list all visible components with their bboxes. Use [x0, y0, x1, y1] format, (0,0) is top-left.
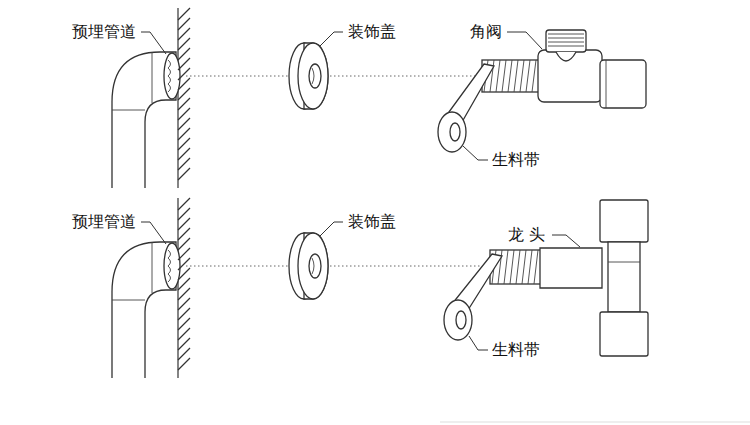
hatch-row-1-part: [178, 88, 190, 100]
angle-valve-part: [600, 60, 646, 108]
hatch-row-1-part: [178, 78, 190, 90]
hatch-row-2-part: [178, 268, 190, 280]
hatch-row-1-part: [178, 158, 190, 170]
tape-roll-part: [456, 311, 466, 329]
hatch-row-2-part: [178, 298, 190, 310]
hatch-row-1-part: [178, 28, 190, 40]
faucet-part: [600, 200, 648, 242]
angle-valve: [482, 30, 646, 108]
hatch-row-1-part: [178, 18, 190, 30]
leader-lines-part: [469, 336, 488, 350]
hatch-row-2-part: [178, 198, 190, 210]
part-label: 预埋管道: [72, 22, 136, 42]
bottom-rule: [440, 422, 750, 423]
leader-lines-part: [141, 32, 166, 54]
tape-roll: [444, 254, 502, 340]
tape-roll-part: [450, 123, 460, 141]
part-label: 生料带: [492, 150, 540, 170]
part-label: 装饰盖: [348, 212, 396, 232]
leader-lines-part: [507, 32, 542, 49]
hatch-row-1-part: [178, 38, 190, 50]
hatch-row-2-part: [178, 208, 190, 220]
angle-valve-part: [484, 60, 536, 92]
part-label: 龙 头: [508, 225, 545, 245]
hatch-row-2-part: [178, 238, 190, 250]
tape-roll: [438, 64, 494, 152]
pipe-assembly: [112, 8, 482, 188]
leader-lines-part: [141, 222, 166, 244]
angle-valve-part: [538, 50, 602, 102]
hatch-row-2-part: [178, 258, 190, 270]
part-label: 预埋管道: [72, 212, 136, 232]
hatch-row-1-part: [178, 68, 190, 80]
hatch-row-1-part: [178, 168, 190, 180]
hatch-row-2-part: [178, 308, 190, 320]
hatch-row-2: [178, 198, 190, 370]
angle-valve-part: [548, 34, 584, 46]
tape-roll-part: [438, 112, 466, 152]
hatch-row-2-part: [178, 338, 190, 350]
pipe-assembly: [112, 198, 482, 378]
faucet-part: [608, 262, 640, 263]
faucet-part: [600, 312, 648, 356]
hatch-row-2-part: [178, 278, 190, 290]
hatch-row-1-part: [178, 118, 190, 130]
faucet: [490, 200, 648, 356]
hatch-row-1-part: [178, 48, 190, 60]
part-label: 装饰盖: [348, 22, 396, 42]
leader-lines: [141, 32, 580, 350]
leader-lines-part: [463, 146, 488, 160]
hatch-row-1-part: [178, 128, 190, 140]
hatch-row-2-part: [178, 218, 190, 230]
angle-valve-part: [556, 52, 576, 61]
leader-lines-part: [320, 222, 343, 236]
faucet-part: [540, 248, 602, 288]
hatch-row-1-part: [178, 8, 190, 20]
hatch-row-2-part: [178, 248, 190, 260]
faucet-part: [608, 242, 640, 312]
hatch-row-2-part: [178, 228, 190, 240]
leader-lines-part: [320, 32, 343, 46]
angle-valve-part: [546, 30, 586, 52]
hatch-row-2-part: [178, 328, 190, 340]
hatch-row-2-part: [178, 358, 190, 370]
hatch-row-1-part: [178, 148, 190, 160]
hatch-row-1-part: [178, 138, 190, 150]
hatch-row-1-part: [178, 108, 190, 120]
part-label: 角阀: [470, 22, 502, 42]
tape-roll-part: [444, 300, 472, 340]
hatch-row-2-part: [178, 348, 190, 360]
hatch-row-2-part: [178, 318, 190, 330]
angle-valve-part: [606, 60, 607, 108]
hatch-row-1-part: [178, 58, 190, 70]
part-label: 生料带: [492, 340, 540, 360]
leader-lines-part: [552, 235, 580, 247]
hatch-row-2-part: [178, 288, 190, 300]
hatch-row-1: [178, 8, 190, 180]
hatch-row-1-part: [178, 98, 190, 110]
